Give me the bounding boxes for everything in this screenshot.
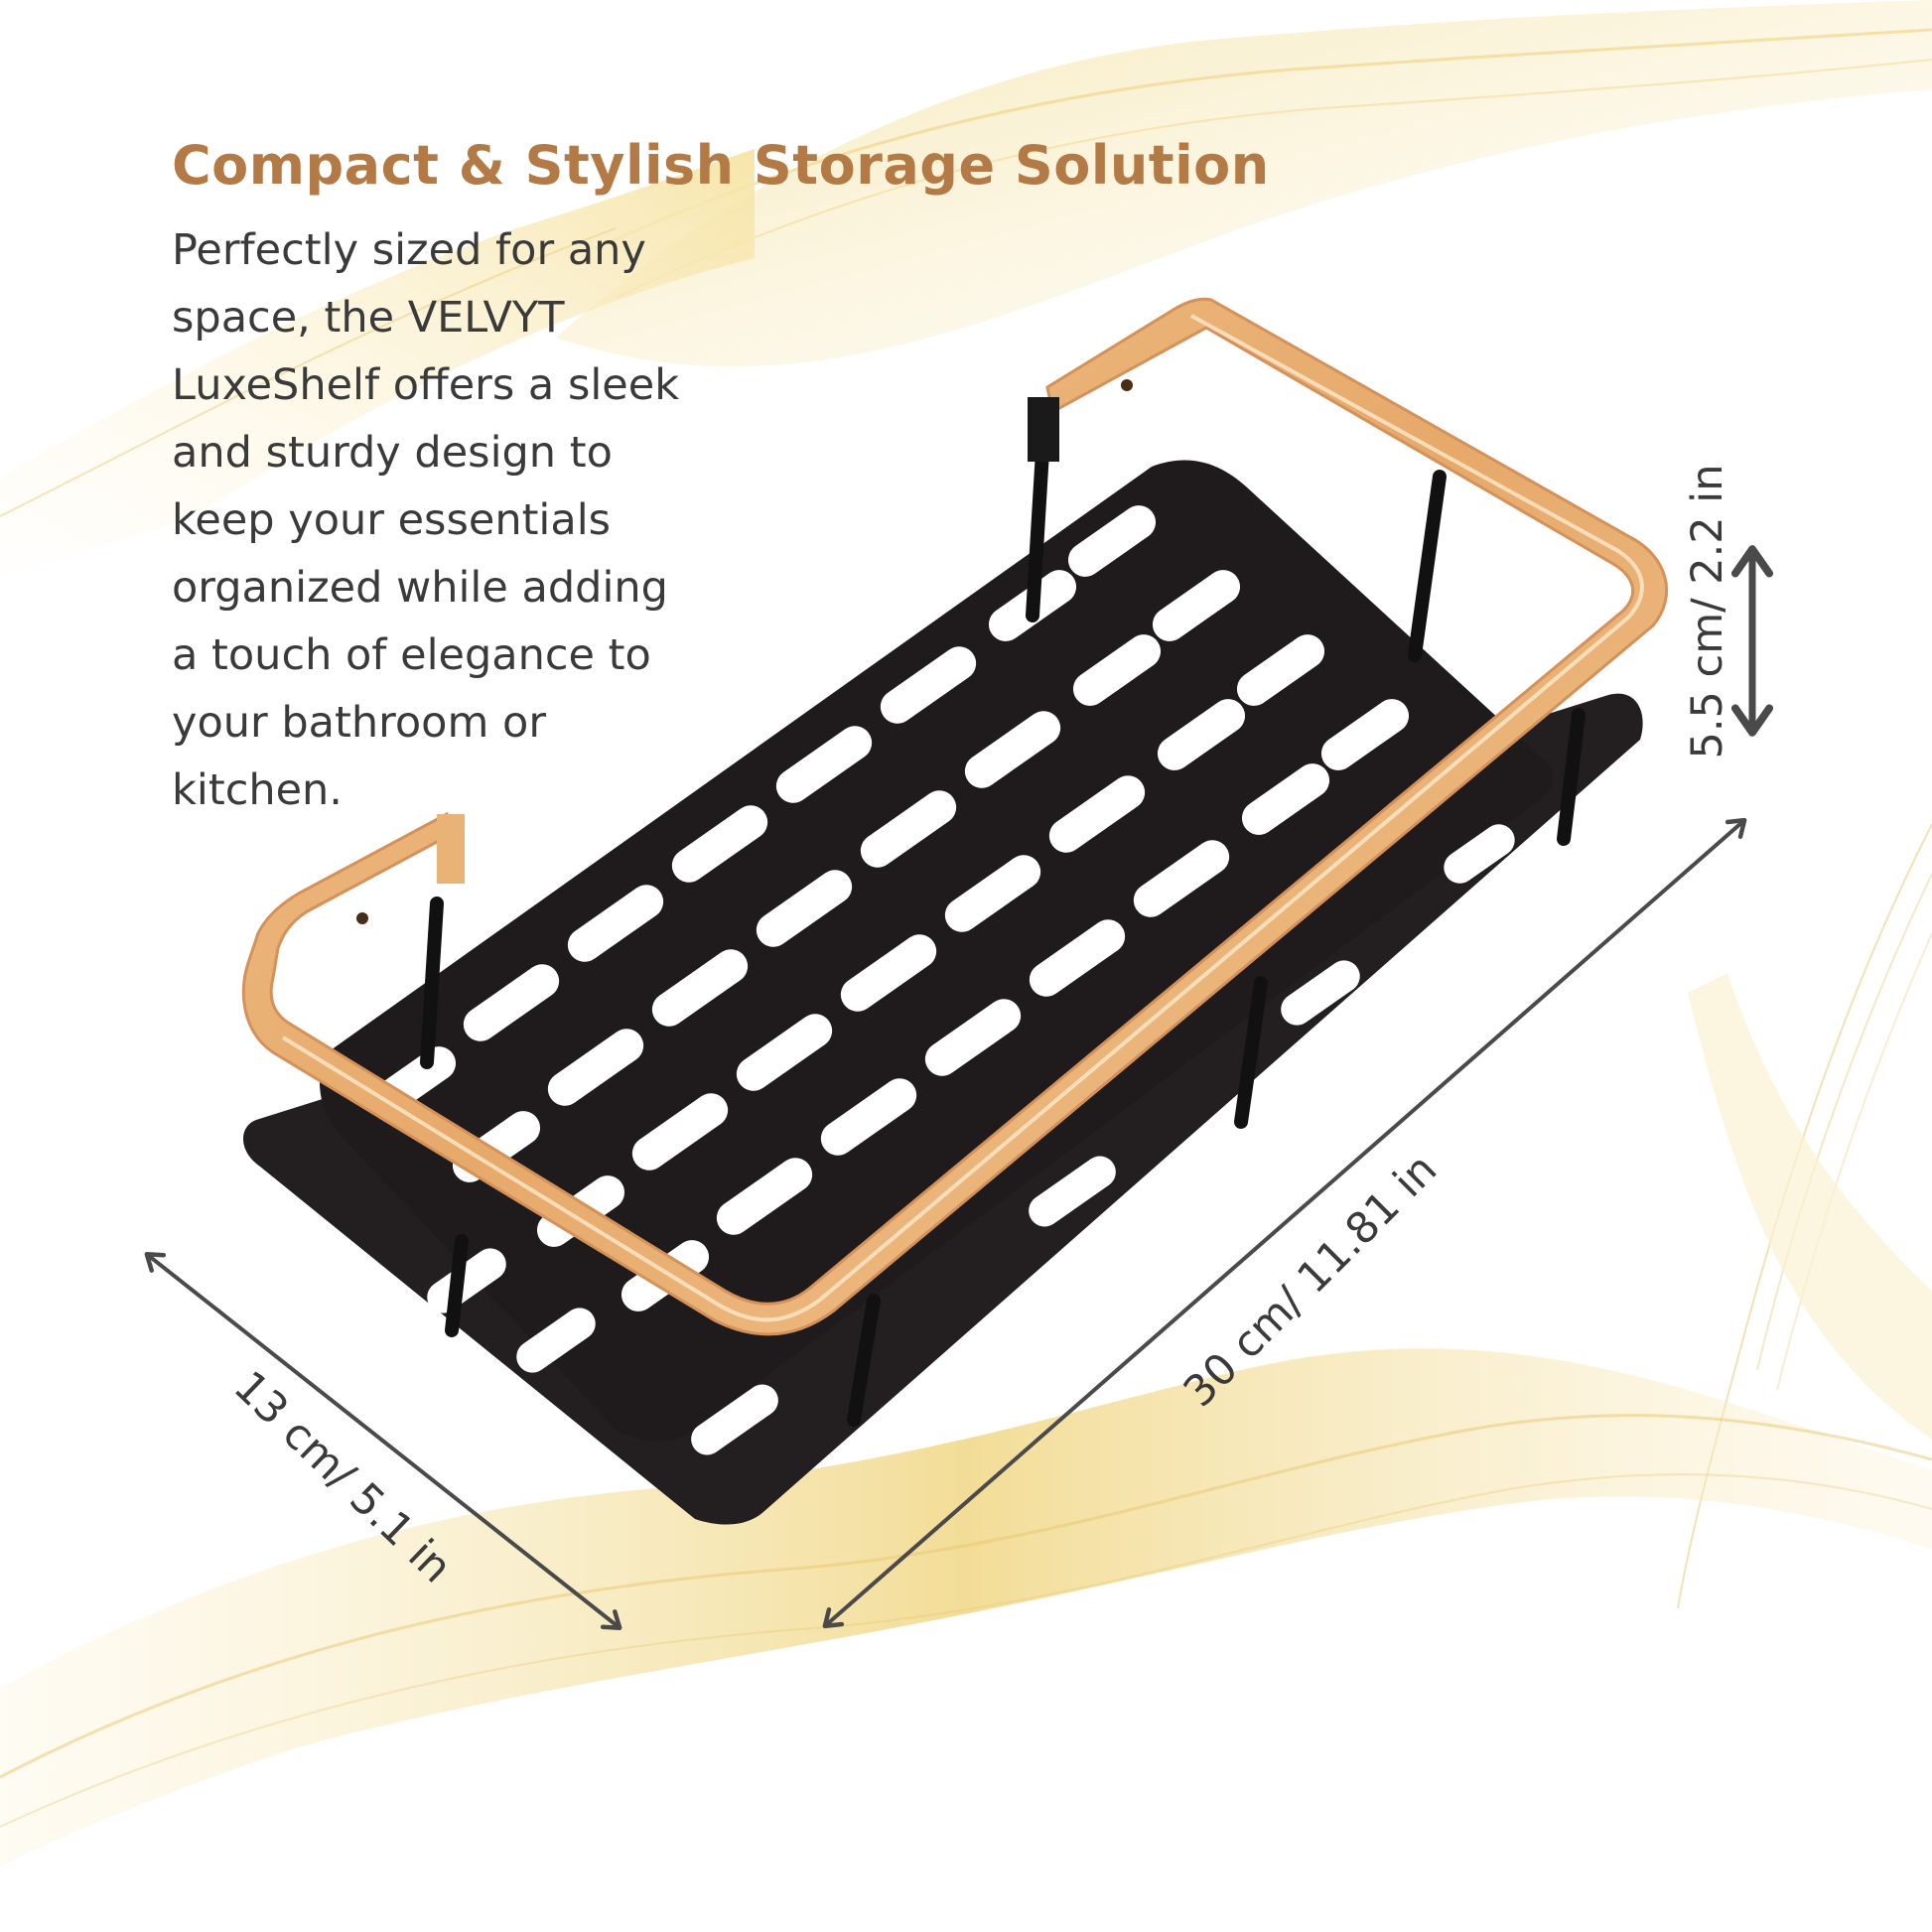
description-line: Perfectly sized for any [172, 225, 646, 275]
description-line: keep your essentials [172, 495, 612, 545]
headline: Compact & Stylish Storage Solution [172, 134, 1270, 197]
gold-frame-rail [241, 297, 1669, 1336]
description-line: organized while adding [172, 563, 668, 613]
width-arrow [144, 1252, 622, 1630]
description-line: space, the VELVYT [172, 293, 565, 343]
description-line: a touch of elegance to [172, 630, 651, 680]
length-arrow [822, 817, 1747, 1629]
product-description: Perfectly sized for any space, the VELVY… [172, 216, 748, 824]
height-dimension-label: 5.5 cm/ 2.2 in [1683, 464, 1732, 759]
description-line: your bathroom or [172, 698, 547, 748]
description-line: kitchen. [172, 765, 343, 815]
description-line: LuxeShelf offers a sleek [172, 360, 680, 410]
description-line: and sturdy design to [172, 428, 613, 478]
